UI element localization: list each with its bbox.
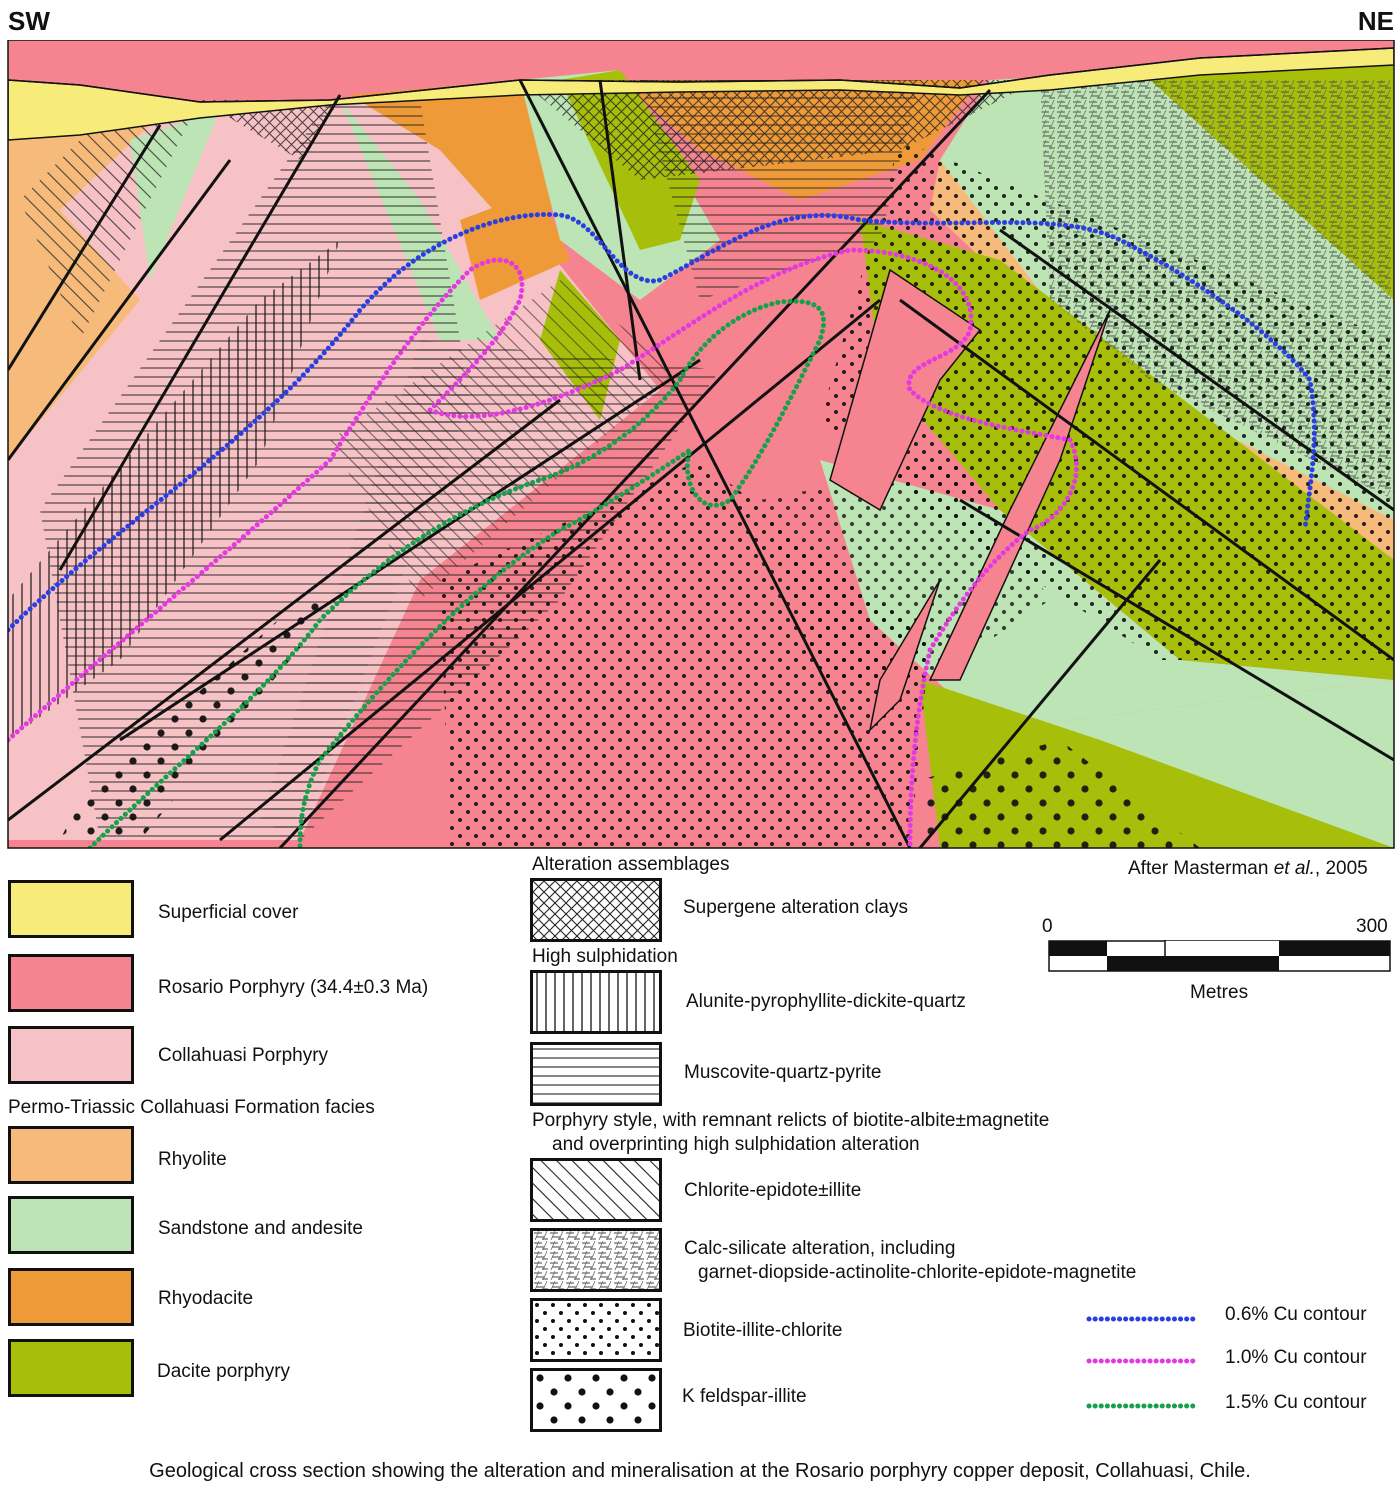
rhyodacite-label: Rhyodacite <box>158 1288 254 1309</box>
overlay-crosshatch <box>520 80 1040 180</box>
small-dots-pattern-swatch <box>530 1298 662 1362</box>
collahuasi-porphyry-swatch <box>8 1026 134 1084</box>
calc-silicate-label-line-1: Calc-silicate alteration, including <box>684 1238 956 1259</box>
figure-caption: Geological cross section showing the alt… <box>149 1460 1251 1482</box>
contour-1-0-swatch <box>1086 1358 1196 1364</box>
rosario-porphyry-swatch <box>8 954 134 1012</box>
scale-start: 0 <box>1042 916 1053 937</box>
sandstone-label: Sandstone and andesite <box>158 1218 363 1239</box>
overlay-large-dots <box>60 600 340 840</box>
geological-cross-section <box>7 40 1395 849</box>
dacite-label: Dacite porphyry <box>157 1361 291 1382</box>
rosario-porphyry-label: Rosario Porphyry (34.4±0.3 Ma) <box>158 977 429 998</box>
supergene-label: Supergene alteration clays <box>683 897 908 918</box>
direction-ne: NE <box>1357 6 1394 36</box>
rhyolite-label: Rhyolite <box>158 1149 227 1170</box>
scale-bar <box>1048 940 1391 972</box>
alteration-heading: Alteration assemblages <box>532 854 730 875</box>
scale-end: 300 <box>1356 916 1388 937</box>
credit-prefix: After Masterman <box>1128 858 1274 879</box>
dacite-swatch <box>8 1339 134 1397</box>
direction-sw: SW <box>8 6 50 36</box>
rhyodacite-area-3 <box>460 190 570 300</box>
credit-text: After Masterman et al., 2005 <box>1128 858 1368 880</box>
kfeldspar-label: K feldspar-illite <box>682 1386 807 1407</box>
sandstone-swatch <box>8 1196 134 1254</box>
alunite-label: Alunite-pyrophyllite-dickite-quartz <box>686 991 966 1012</box>
high-sulphidation-heading: High sulphidation <box>532 946 678 967</box>
formation-heading: Permo-Triassic Collahuasi Formation faci… <box>8 1097 375 1118</box>
calc-silicate-label-line-2: garnet-diopside-actinolite-chlorite-epid… <box>698 1262 1137 1283</box>
chlorite-label: Chlorite-epidote±illite <box>684 1180 862 1201</box>
superficial-cover-label: Superficial cover <box>158 902 299 923</box>
contour-1-0-label: 1.0% Cu contour <box>1225 1347 1367 1368</box>
biotite-label: Biotite-illite-chlorite <box>683 1320 843 1341</box>
contour-1-5-swatch <box>1086 1403 1196 1409</box>
rosario-dyke-3 <box>868 579 941 733</box>
scale-unit: Metres <box>1190 982 1249 1003</box>
superficial-cover-swatch <box>8 880 134 938</box>
credit-suffix: , 2005 <box>1314 858 1368 879</box>
contour-1-5-label: 1.5% Cu contour <box>1225 1392 1367 1413</box>
rhyodacite-swatch <box>8 1268 134 1326</box>
rhyolite-swatch <box>8 1126 134 1184</box>
collahuasi-porphyry-label: Collahuasi Porphyry <box>158 1045 329 1066</box>
muscovite-label: Muscovite-quartz-pyrite <box>684 1062 882 1083</box>
overlay-large-dots-2 <box>920 740 1200 848</box>
porphyry-heading-line-1: Porphyry style, with remnant relicts of … <box>532 1110 1050 1131</box>
sandstone-area-5 <box>990 680 1394 848</box>
rosario-dyke-2 <box>928 309 1111 681</box>
horizontal-lines-pattern-swatch <box>530 1042 662 1106</box>
calc-silicate-pattern-swatch <box>530 1228 662 1292</box>
vertical-lines-pattern-swatch <box>530 970 662 1034</box>
contour-0-6-swatch <box>1086 1316 1196 1322</box>
cu-contour-1-0 <box>8 247 1079 848</box>
porphyry-heading-line-2: and overprinting high sulphidation alter… <box>552 1134 920 1155</box>
diagonal-lines-pattern-swatch <box>530 1158 662 1222</box>
large-dots-pattern-swatch <box>530 1368 662 1432</box>
cu-contour-1-5 <box>87 298 827 848</box>
crosshatch-pattern-swatch <box>530 878 662 942</box>
cu-contour-0-6 <box>8 211 1317 633</box>
credit-italic: et al. <box>1273 858 1315 879</box>
contour-0-6-label: 0.6% Cu contour <box>1225 1304 1367 1325</box>
